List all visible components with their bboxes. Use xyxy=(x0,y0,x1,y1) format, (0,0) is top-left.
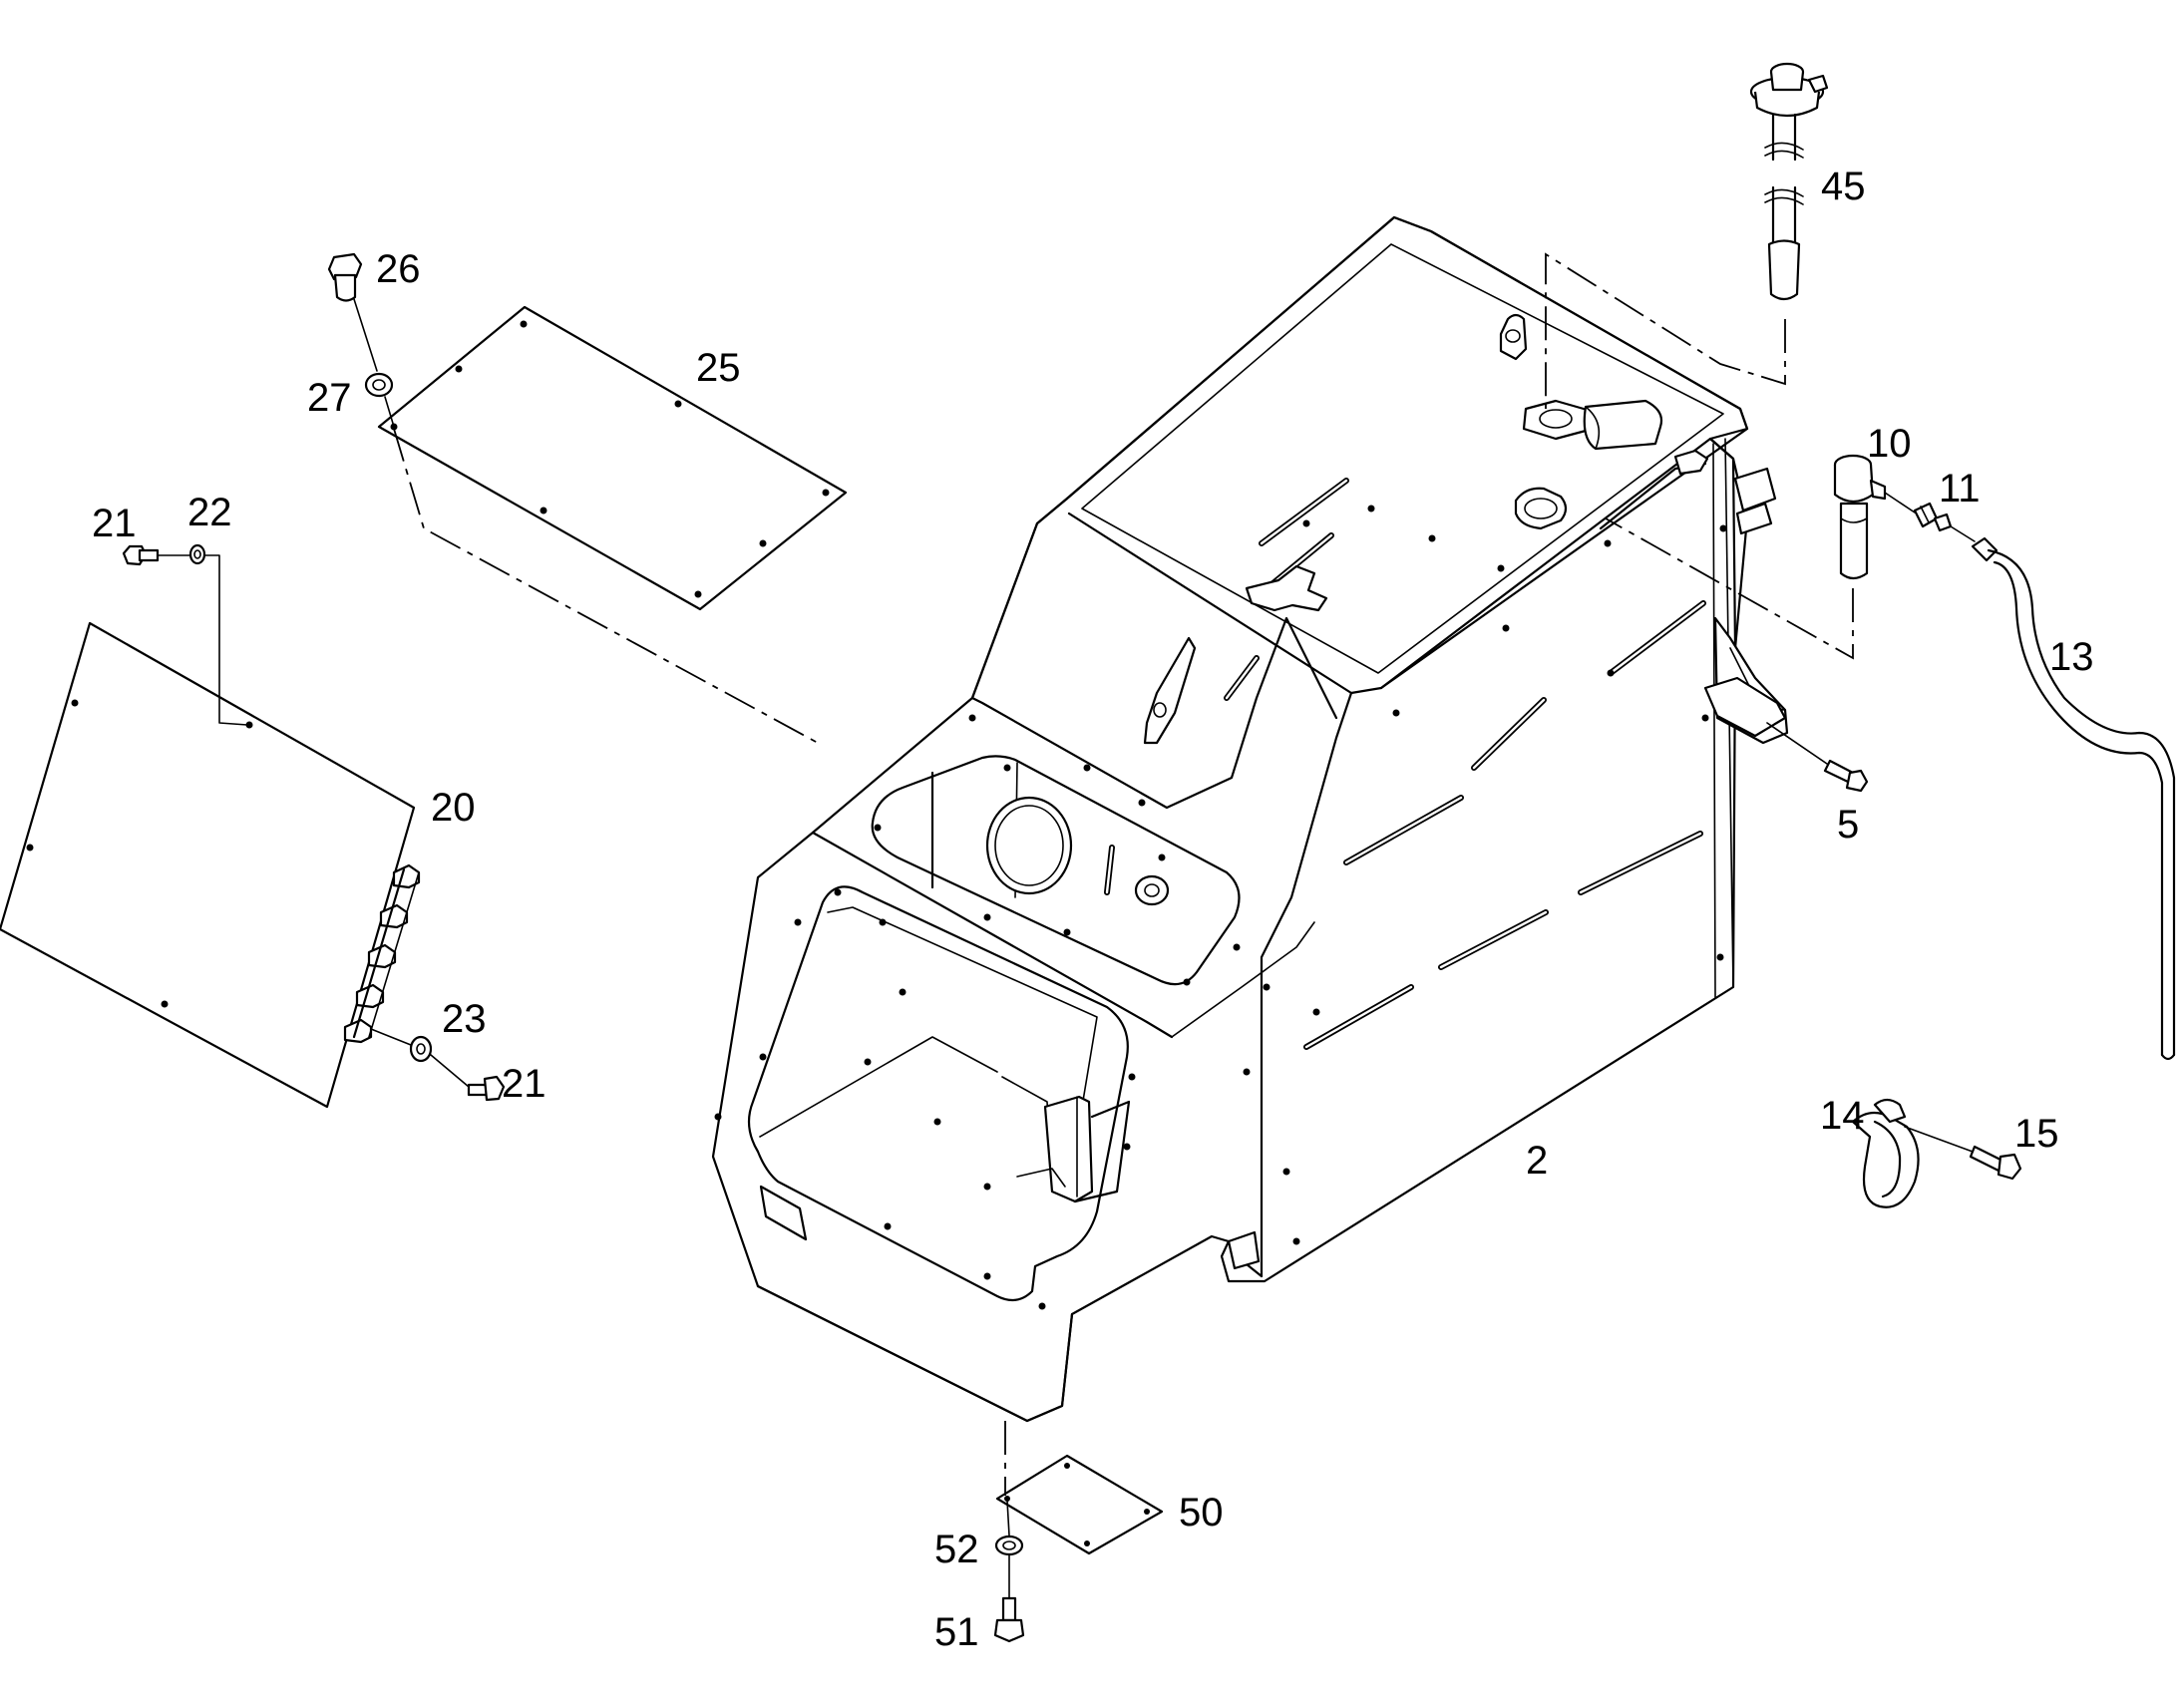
callout-15: 15 xyxy=(2014,1112,2059,1156)
callout-5: 5 xyxy=(1837,803,1859,847)
bolt-26 xyxy=(327,252,363,302)
filler-neck-10 xyxy=(1833,454,1887,580)
callout-21-top: 21 xyxy=(92,502,137,545)
callout-11: 11 xyxy=(1939,467,1981,511)
clamp-14 xyxy=(1851,1098,1920,1208)
mounting-holes xyxy=(714,505,1727,1310)
callout-22: 22 xyxy=(187,491,232,534)
fuel-sender-45 xyxy=(1749,62,1829,301)
callout-20: 20 xyxy=(431,786,476,830)
callout-27: 27 xyxy=(307,376,352,420)
callout-14: 14 xyxy=(1820,1094,1865,1138)
bolt-51 xyxy=(993,1596,1025,1643)
callout-45: 45 xyxy=(1821,165,1866,208)
housing-part-2 xyxy=(711,215,1789,1423)
callout-50: 50 xyxy=(1179,1491,1224,1535)
callout-2: 2 xyxy=(1526,1139,1548,1183)
louver-slots xyxy=(1224,532,1706,1050)
callout-21-bottom: 21 xyxy=(502,1062,546,1106)
callout-10: 10 xyxy=(1867,422,1912,466)
bolt-21-bottom xyxy=(467,1075,506,1102)
callout-52: 52 xyxy=(934,1528,979,1571)
washer-27 xyxy=(364,372,394,398)
fitting-11 xyxy=(1913,502,1953,532)
washer-23 xyxy=(409,1035,433,1063)
cover-plate-25 xyxy=(377,305,848,611)
callout-25: 25 xyxy=(696,346,741,390)
hose-13 xyxy=(1971,536,2176,1061)
washer-22 xyxy=(188,543,206,565)
callout-51: 51 xyxy=(934,1610,979,1654)
side-panel-20 xyxy=(0,621,421,1109)
callout-13: 13 xyxy=(2049,635,2094,679)
bolt-21-top xyxy=(122,544,160,566)
callout-26: 26 xyxy=(376,247,421,291)
plate-50 xyxy=(995,1454,1164,1555)
bolt-15 xyxy=(1969,1145,2022,1181)
bolt-5 xyxy=(1823,759,1869,793)
washer-52 xyxy=(994,1535,1024,1556)
callout-23: 23 xyxy=(442,997,487,1041)
